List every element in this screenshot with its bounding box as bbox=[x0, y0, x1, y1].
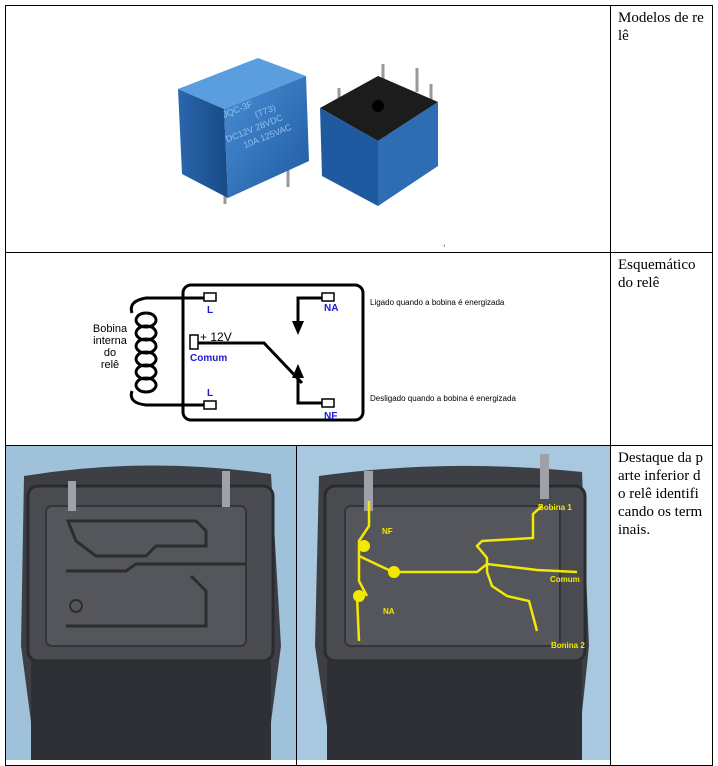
row-models: JQC-3F (T73) DC12V 28VDC 10A 125VAC bbox=[5, 5, 713, 253]
terminal-traces bbox=[355, 501, 578, 642]
relay-schematic: L L NA NF Comum + 12V Bobina interna do … bbox=[93, 283, 516, 422]
coil-windings bbox=[134, 311, 158, 394]
note-energized-off: Desligado quando a bobina é energizada bbox=[370, 394, 516, 403]
svg-text:do: do bbox=[104, 347, 116, 359]
row-schematic: L L NA NF Comum + 12V Bobina interna do … bbox=[5, 252, 713, 446]
relay-body-outline bbox=[181, 283, 365, 422]
label-L-bottom: L bbox=[207, 388, 213, 399]
label-photo-comum: Comum bbox=[550, 575, 580, 584]
coil-wire-top bbox=[129, 296, 183, 314]
pin-L-top bbox=[203, 292, 217, 302]
caption-bottom: Destaque da parte inferior do relê ident… bbox=[610, 445, 713, 766]
switch-arm bbox=[196, 341, 304, 385]
nf-arrow bbox=[292, 364, 304, 378]
label-photo-na: NA bbox=[383, 607, 395, 616]
bottom-photo-labeled-cell: Bobina 1 NF Comum NA Bonina 2 bbox=[296, 445, 611, 766]
note-energized-on: Ligado quando a bobina é energizada bbox=[370, 298, 505, 307]
na-arrow bbox=[292, 321, 304, 335]
relay-right bbox=[320, 64, 438, 206]
relay-left: JQC-3F (T73) DC12V 28VDC 10A 125VAC bbox=[178, 58, 309, 204]
schematic-cell: L L NA NF Comum + 12V Bobina interna do … bbox=[5, 252, 611, 446]
coil-label: Bobina interna do relê bbox=[93, 323, 128, 371]
pin-L-bottom bbox=[203, 400, 217, 410]
bottom-photo-plain-cell bbox=[5, 445, 297, 766]
na-lead bbox=[296, 296, 324, 323]
nf-lead bbox=[296, 373, 324, 405]
label-NF: NF bbox=[324, 411, 337, 422]
pin-comum bbox=[189, 334, 199, 350]
relay-bottom-photo-plain bbox=[6, 446, 296, 760]
relay-table: JQC-3F (T73) DC12V 28VDC 10A 125VAC bbox=[5, 5, 713, 766]
svg-text:relê: relê bbox=[101, 359, 119, 371]
models-image-cell: JQC-3F (T73) DC12V 28VDC 10A 125VAC bbox=[5, 5, 611, 253]
terminal-dots bbox=[353, 540, 400, 602]
label-bobina2: Bonina 2 bbox=[551, 641, 585, 650]
caption-schematic: Esquemático do relê bbox=[610, 252, 713, 446]
pin-NF bbox=[321, 398, 335, 408]
relay-bottom-photo-labeled: Bobina 1 NF Comum NA Bonina 2 bbox=[297, 446, 610, 760]
pin-NA bbox=[321, 292, 335, 302]
svg-text:Bobina: Bobina bbox=[93, 323, 128, 335]
label-L-top: L bbox=[207, 305, 213, 316]
relay-models-image: JQC-3F (T73) DC12V 28VDC 10A 125VAC bbox=[178, 58, 445, 252]
label-bobina1: Bobina 1 bbox=[538, 503, 572, 512]
row-bottom-photos: Bobina 1 NF Comum NA Bonina 2 Destaque d… bbox=[5, 445, 713, 766]
caption-models: Modelos de relê bbox=[610, 5, 713, 253]
svg-text:˩: ˩ bbox=[442, 243, 445, 247]
label-photo-nf: NF bbox=[382, 527, 393, 536]
label-comum: Comum bbox=[190, 353, 227, 364]
coil-wire-bottom bbox=[129, 390, 206, 407]
label-supply: + 12V bbox=[200, 330, 232, 344]
svg-text:interna: interna bbox=[93, 335, 128, 347]
label-NA: NA bbox=[324, 303, 338, 314]
